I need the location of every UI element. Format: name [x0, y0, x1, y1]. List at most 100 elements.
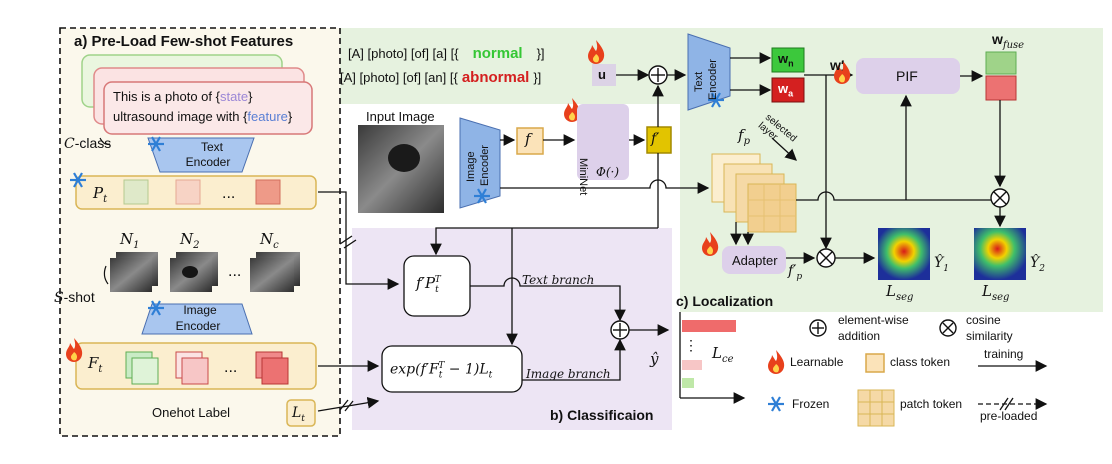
shot-count: S	[54, 290, 64, 306]
class-brace	[99, 137, 111, 145]
wfuse-label: wfuse	[992, 32, 1024, 51]
legend-pl-1	[999, 397, 1009, 411]
ft-main: F	[88, 354, 99, 372]
wn-label: wn	[778, 52, 794, 69]
fp-sub: p	[743, 136, 750, 147]
times-d	[819, 251, 833, 265]
legend-pl-2	[1004, 397, 1014, 411]
wa-box	[771, 77, 805, 103]
class-count: C	[64, 136, 75, 152]
lce-bar-3	[682, 378, 694, 388]
tf-main: f′P	[416, 274, 436, 292]
y2-sub: 2	[1039, 263, 1045, 274]
image-encoder-a-label-1: Image	[183, 303, 217, 317]
lseg1-sub: seg	[895, 292, 914, 303]
legend-patch-token	[857, 389, 895, 427]
heatmap-y1	[878, 228, 930, 280]
image-encoder-b-label-1: Image	[465, 151, 477, 182]
heatmap-y2	[974, 228, 1026, 280]
shot-suffix: -shot	[63, 289, 95, 305]
shot-lesion	[182, 266, 198, 278]
legend-preloaded: pre-loaded	[980, 409, 1038, 423]
lt-b	[942, 322, 954, 334]
nc-sub: c	[273, 240, 279, 251]
fp-main: f	[738, 126, 744, 144]
normal-word: normal	[472, 45, 523, 62]
n1-label: N1	[120, 232, 140, 251]
wn-box	[771, 47, 805, 73]
y2-main: Ŷ	[1030, 255, 1040, 271]
ft-token-cb	[261, 357, 289, 385]
lce-label: Lce	[712, 346, 734, 365]
normal-template: [A] [photo] [of] [a] [{	[348, 46, 459, 61]
y1-main: Ŷ	[934, 255, 944, 271]
f-box	[516, 127, 544, 155]
image-branch-line	[522, 338, 626, 381]
lt-main: L	[292, 405, 302, 421]
input-lesion	[388, 144, 420, 172]
u-box	[592, 64, 616, 86]
legend-cosine-1: cosine	[966, 313, 1001, 327]
preload-mark-1b	[343, 239, 357, 249]
text-encoder-a	[147, 137, 255, 173]
card-feature-var: feature	[247, 109, 288, 124]
shot-ellipsis: ...	[228, 263, 242, 280]
ft-label: Ft	[88, 356, 102, 375]
fp-label: fp	[738, 128, 750, 147]
prompt-card	[103, 81, 313, 135]
if-b: − 1)L	[444, 361, 489, 378]
text-branch-line	[470, 277, 626, 322]
legend-addition-1: element-wise	[838, 313, 909, 327]
mininet-box	[577, 104, 629, 180]
normal-close: }]	[536, 46, 545, 61]
n2-sub: 2	[193, 240, 200, 251]
text-encoder-b-label-2: Encoder	[707, 59, 719, 100]
legend-training: training	[984, 347, 1024, 361]
image-branch-label: Image branch	[526, 367, 611, 381]
card-line1-suffix: }	[248, 89, 253, 104]
yhat-label: ŷ	[650, 350, 659, 368]
image-formula: exp(f′FtT − 1)Lt	[390, 362, 492, 380]
pt-token-c	[255, 179, 281, 205]
wa-sub: a	[788, 88, 794, 99]
text-formula: f′PtT	[416, 276, 441, 295]
shot-brace	[103, 265, 109, 285]
lt-box	[286, 399, 316, 427]
pt-token-1	[123, 179, 149, 205]
text-encoder-a-label-1: Text	[200, 140, 223, 154]
legend-learnable: Learnable	[790, 355, 844, 369]
text-encoder-b-label-1: Text	[693, 71, 705, 92]
ft-ellipsis: ...	[224, 359, 238, 376]
lseg2-label: Lseg	[982, 284, 1009, 303]
normal-prompt: [A] [photo] [of] [a] [{ normal}]	[348, 46, 545, 61]
legend-patch-token-label: patch token	[900, 397, 963, 411]
pt-to-textformula	[318, 191, 400, 290]
lce-main: L	[712, 344, 722, 362]
nc-label: Nc	[260, 232, 279, 251]
pif-box	[856, 58, 960, 94]
lt-to-imageformula	[317, 396, 380, 412]
shot-img-1b	[110, 258, 152, 292]
image-encoder-a	[141, 303, 253, 335]
text-branch-label: Text branch	[522, 273, 595, 287]
preload-title: a) Pre-Load Few-shot Features	[74, 33, 294, 50]
shot-img-cb	[250, 258, 294, 292]
onehot-label: Onehot Label	[152, 405, 231, 420]
y2-label: Ŷ2	[1030, 256, 1045, 274]
image-encoder-b-label-2: Encoder	[479, 145, 491, 186]
wa-label: wa	[778, 82, 793, 99]
fpp-main: f′	[788, 263, 797, 279]
legend-fire-icon	[768, 350, 785, 374]
legend-snow-icon	[766, 395, 786, 413]
class-count-label: C-class	[64, 136, 111, 151]
tf-sub: t	[435, 285, 439, 295]
patch-token-stack	[711, 153, 797, 233]
fprime-box	[646, 126, 672, 154]
card-line1-prefix: This is a photo of {	[113, 89, 220, 104]
pt-token-2	[175, 179, 201, 205]
fprime-label: f′	[651, 131, 660, 147]
abnormal-close: }]	[533, 70, 542, 85]
if-a: exp(f′F	[390, 361, 439, 378]
